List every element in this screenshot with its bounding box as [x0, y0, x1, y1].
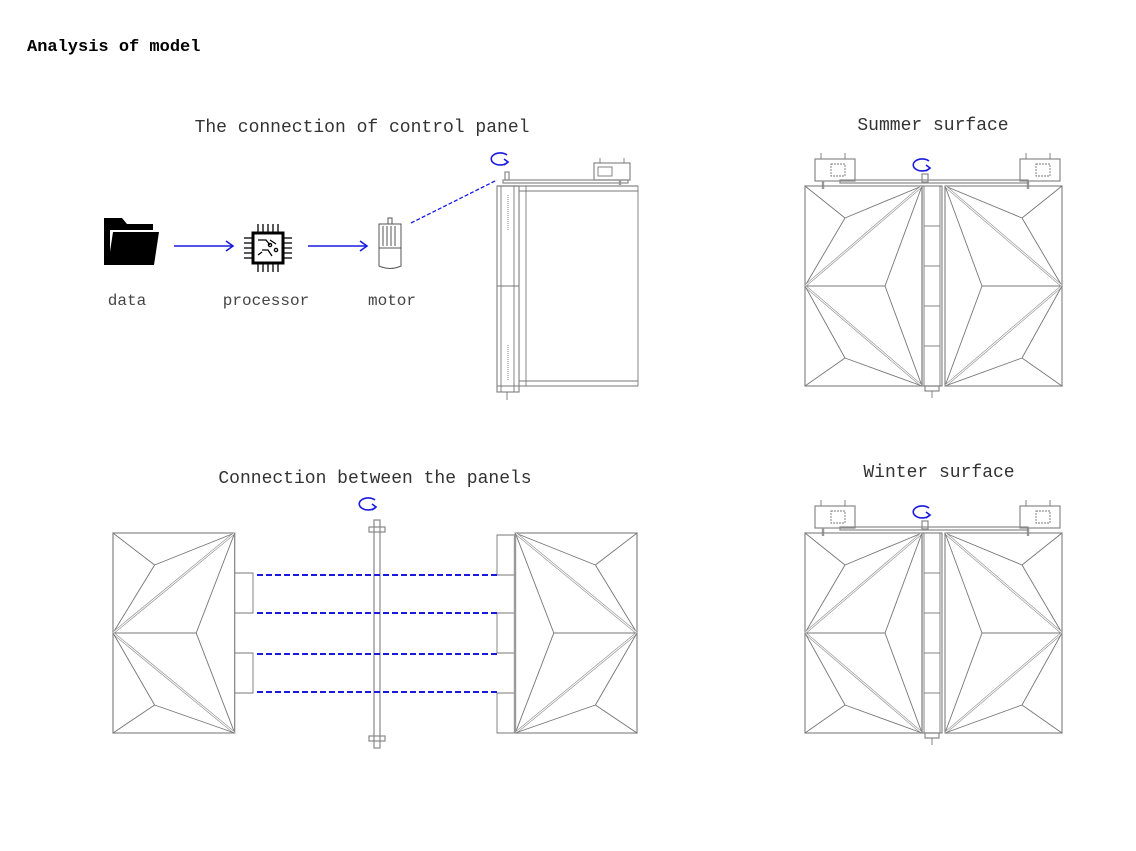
summer-surface-section: Summer surface: [805, 116, 1062, 398]
control-panel-section: The connection of control panel: [104, 118, 639, 400]
right-panel-drawing: [496, 531, 639, 735]
chip-icon: [244, 224, 292, 272]
step-label-motor: motor: [368, 292, 416, 310]
section-title-control-panel: The connection of control panel: [195, 118, 530, 138]
arrow-data-to-processor: [174, 240, 235, 252]
section-title-between: Connection between the panels: [218, 469, 531, 489]
step-label-processor: processor: [223, 292, 309, 310]
section-title-winter: Winter surface: [863, 463, 1014, 483]
motor-link-dashed-line: [410, 179, 498, 224]
winter-panel-drawing: [805, 500, 1062, 745]
connection-dashed-lines: [257, 574, 497, 693]
motor-icon: [378, 217, 402, 269]
left-panel-drawing: [111, 531, 254, 735]
rotation-shaft: [368, 519, 386, 749]
section-title-summer: Summer surface: [857, 116, 1008, 136]
step-label-data: data: [108, 292, 147, 310]
control-panel-side-view: [490, 152, 639, 400]
page-title: Analysis of model: [27, 38, 200, 57]
winter-surface-section: Winter surface: [805, 463, 1062, 745]
summer-panel-drawing: [805, 153, 1062, 398]
between-panels-section: Connection between the panels: [111, 469, 639, 749]
folder-icon: [104, 218, 159, 265]
arrow-processor-to-motor: [308, 240, 369, 252]
